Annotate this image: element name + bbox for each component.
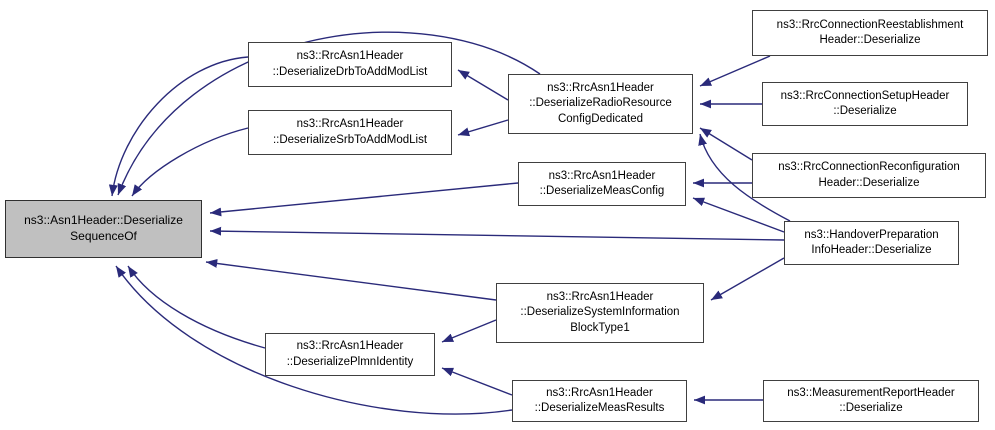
graph-node-label: ::Deserialize [833,105,897,117]
graph-node-label: ns3::RrcAsn1Header [547,82,654,95]
graph-edge-reconfig-to-rrcd [699,127,753,161]
graph-node-label: ::Deserialize [839,402,903,414]
graph-edge-handover-to-sib1 [710,257,785,301]
graph-edge-measconfig-to-root [209,182,519,217]
graph-node-measreport[interactable]: ns3::MeasurementReportHeader::Deserializ… [763,380,979,422]
graph-node-label: ::DeserializeSrbToAddModList [272,133,428,146]
graph-edge-drb-to-root [108,56,249,197]
graph-edge-rrcd-to-srb [457,119,509,137]
graph-node-label: ns3::RrcConnectionSetupHeader [780,89,950,102]
graph-node-label: ConfigDedicated [557,112,644,125]
graph-node-sib1[interactable]: ns3::RrcAsn1Header::DeserializeSystemInf… [496,283,704,343]
graph-node-label: ::DeserializeMeasResults [534,402,665,414]
graph-node-label: ::DeserializeSystemInformation [520,306,680,319]
graph-node-drb[interactable]: ns3::RrcAsn1Header::DeserializeDrbToAddM… [248,42,452,87]
graph-node-label: ns3::HandoverPreparation [804,228,939,241]
graph-node-label: SequenceOf [70,229,137,243]
graph-edge-handover-to-measconfig [692,197,785,233]
graph-edge-plmn-to-root [127,265,266,349]
graph-node-label: ns3::RrcAsn1Header [548,169,656,182]
graph-node-label: ns3::RrcConnectionReconfiguration [778,161,960,174]
graph-node-label: ::DeserializeMeasConfig [539,185,665,197]
graph-node-label: BlockType1 [570,321,630,334]
graph-edge-measresults-to-plmn [441,367,513,396]
graph-node-label: Header::Deserialize [818,176,920,189]
graph-node-label: ns3::RrcConnectionReestablishment [776,18,964,31]
graph-node-srb[interactable]: ns3::RrcAsn1Header::DeserializeSrbToAddM… [248,110,452,155]
graph-node-label: ns3::Asn1Header::Deserialize [24,213,183,228]
graph-node-setup[interactable]: ns3::RrcConnectionSetupHeader::Deseriali… [762,82,968,126]
graph-node-label: ns3::RrcAsn1Header [546,291,654,304]
graph-edge-handover-to-root [209,226,785,241]
graph-node-label: Header::Deserialize [819,34,921,46]
graph-node-measconfig[interactable]: ns3::RrcAsn1Header::DeserializeMeasConfi… [518,162,686,206]
graph-edge-sib1-to-plmn [441,319,497,343]
graph-node-label: ns3::RrcAsn1Header [296,50,404,63]
graph-edge-sib1-to-root [205,259,497,301]
graph-edge-rrcd-to-drb [457,69,509,101]
graph-node-label: ::DeserializeRadioResource [529,97,672,110]
graph-node-label: ::DeserializePlmnIdentity [286,355,414,368]
graph-node-label: ns3::RrcAsn1Header [546,386,653,399]
graph-node-label: ::DeserializeDrbToAddModList [272,65,428,78]
graph-node-label: ns3::MeasurementReportHeader [787,386,955,399]
graph-node-label: ns3::RrcAsn1Header [296,118,404,131]
graph-node-measresults[interactable]: ns3::RrcAsn1Header::DeserializeMeasResul… [512,380,687,422]
graph-node-plmn[interactable]: ns3::RrcAsn1Header::DeserializePlmnIdent… [265,333,435,376]
graph-node-label: InfoHeader::Deserialize [811,244,932,256]
graph-node-label: ns3::RrcAsn1Header [296,340,404,353]
graph-node-rrcd[interactable]: ns3::RrcAsn1Header::DeserializeRadioReso… [508,74,693,134]
graph-edge-srb-to-root [131,127,249,197]
graph-edge-reestablish-to-rrcd [699,55,771,87]
